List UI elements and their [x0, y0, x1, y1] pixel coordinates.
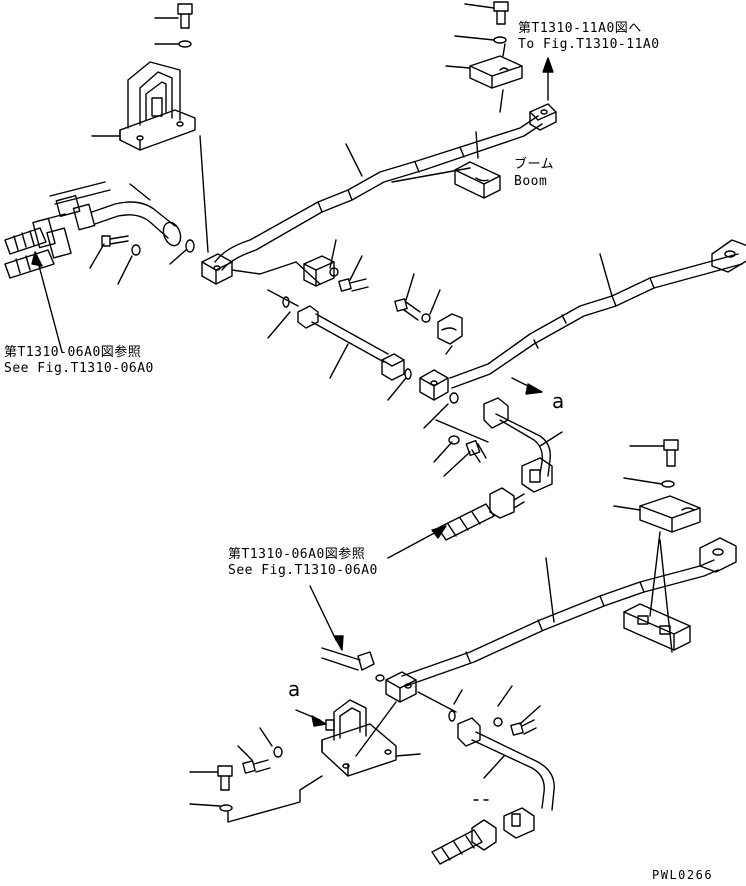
- bolt-top-left: [177, 3, 193, 29]
- right-elbow-pipe: [483, 397, 553, 493]
- junction-block-right: [419, 369, 449, 401]
- hose-left-2: [4, 249, 55, 279]
- arrow-to-a: [525, 383, 543, 395]
- junction-block-upper: [201, 253, 233, 285]
- lower-main-tube: [401, 559, 719, 687]
- clamp-center: [303, 255, 335, 287]
- bolt-right: [394, 298, 421, 321]
- clamp-top-lower: [454, 161, 501, 199]
- ref-top-right-en: To Fig.T1310-11A0: [518, 37, 660, 52]
- upper-flange-end: [529, 103, 557, 131]
- flange-elbow-end: [162, 221, 182, 247]
- arrow-to-a-lower: [311, 715, 327, 727]
- ref-left-en: See Fig.T1310-06A0: [4, 361, 154, 376]
- ref-top-right-jp: 第T1310-11A0図へ: [518, 21, 642, 36]
- lower-right-flange: [699, 537, 737, 573]
- bolt-lower-1: [242, 759, 271, 774]
- oring-lower: [375, 674, 385, 682]
- left-fittings: [4, 181, 195, 353]
- arrow-see-fig-center: [431, 525, 447, 539]
- clamp-lower-right-lower: [623, 603, 691, 651]
- ref-center-en: See Fig.T1310-06A0: [228, 563, 378, 578]
- arrow-see-fig-lower: [333, 635, 344, 651]
- lower-left-hose: [321, 647, 375, 671]
- arrow-see-fig-left: [31, 251, 43, 267]
- washer-left: [131, 244, 141, 256]
- oring-left: [185, 239, 195, 253]
- bolt-lower-right: [663, 439, 679, 467]
- leader-bracket: [227, 775, 323, 823]
- oring-center-2: [404, 368, 412, 380]
- lower-u-pipe: [457, 717, 555, 839]
- mounting-bracket-lower: [321, 699, 397, 777]
- arrow-up-to-fig: [542, 57, 554, 73]
- hose-left-1: [4, 227, 47, 255]
- drawing-code: PWL0266: [652, 868, 714, 882]
- washer-right: [421, 313, 431, 323]
- washer-right-2: [448, 435, 460, 445]
- washer-lower-2: [219, 804, 233, 812]
- clamp-top-upper: [469, 55, 523, 89]
- washer-lower-3: [493, 717, 503, 727]
- upper-right-flange: [711, 239, 746, 273]
- clamp-right: [437, 313, 463, 345]
- oring-right: [449, 392, 459, 404]
- bolt-top-right: [493, 1, 509, 25]
- top-bracket-assembly: [91, 3, 196, 151]
- bolt-center: [338, 278, 369, 292]
- upper-right-tube: [449, 253, 743, 389]
- washer-center: [329, 267, 339, 277]
- bolt-right-2: [465, 439, 487, 463]
- boom-label-en: Boom: [514, 174, 548, 189]
- clamp-lower-right-upper: [639, 495, 701, 533]
- flange-left-2: [72, 203, 96, 231]
- bolt-lower-3: [510, 719, 537, 736]
- oring-lower-right: [448, 710, 456, 722]
- bolt-lower-2: [217, 765, 233, 791]
- flange-hose-2: [46, 227, 72, 259]
- connection-mark-a-right: a: [552, 389, 565, 413]
- ref-left-jp: 第T1310-06A0図参照: [4, 345, 142, 360]
- boom-label-jp: ブーム: [514, 157, 555, 172]
- bolt-small-left: [101, 235, 129, 247]
- washer-lower-right: [661, 480, 675, 488]
- oring-center: [282, 296, 290, 308]
- ref-center-jp: 第T1310-06A0図参照: [228, 547, 366, 562]
- center-hose: [437, 487, 525, 541]
- center-straight-pipe: [297, 305, 405, 381]
- washer-top-right: [493, 36, 507, 44]
- mounting-bracket-top: [119, 61, 196, 151]
- leader-see-fig-left: [37, 261, 63, 353]
- lower-hose: [431, 819, 497, 865]
- washer-top-left: [178, 40, 192, 48]
- flange-left: [55, 194, 81, 218]
- washer-lower-1: [273, 746, 283, 758]
- junction-block-lower: [385, 671, 417, 703]
- elbow-pipe: [91, 201, 176, 227]
- connection-mark-a-left: a: [288, 677, 301, 701]
